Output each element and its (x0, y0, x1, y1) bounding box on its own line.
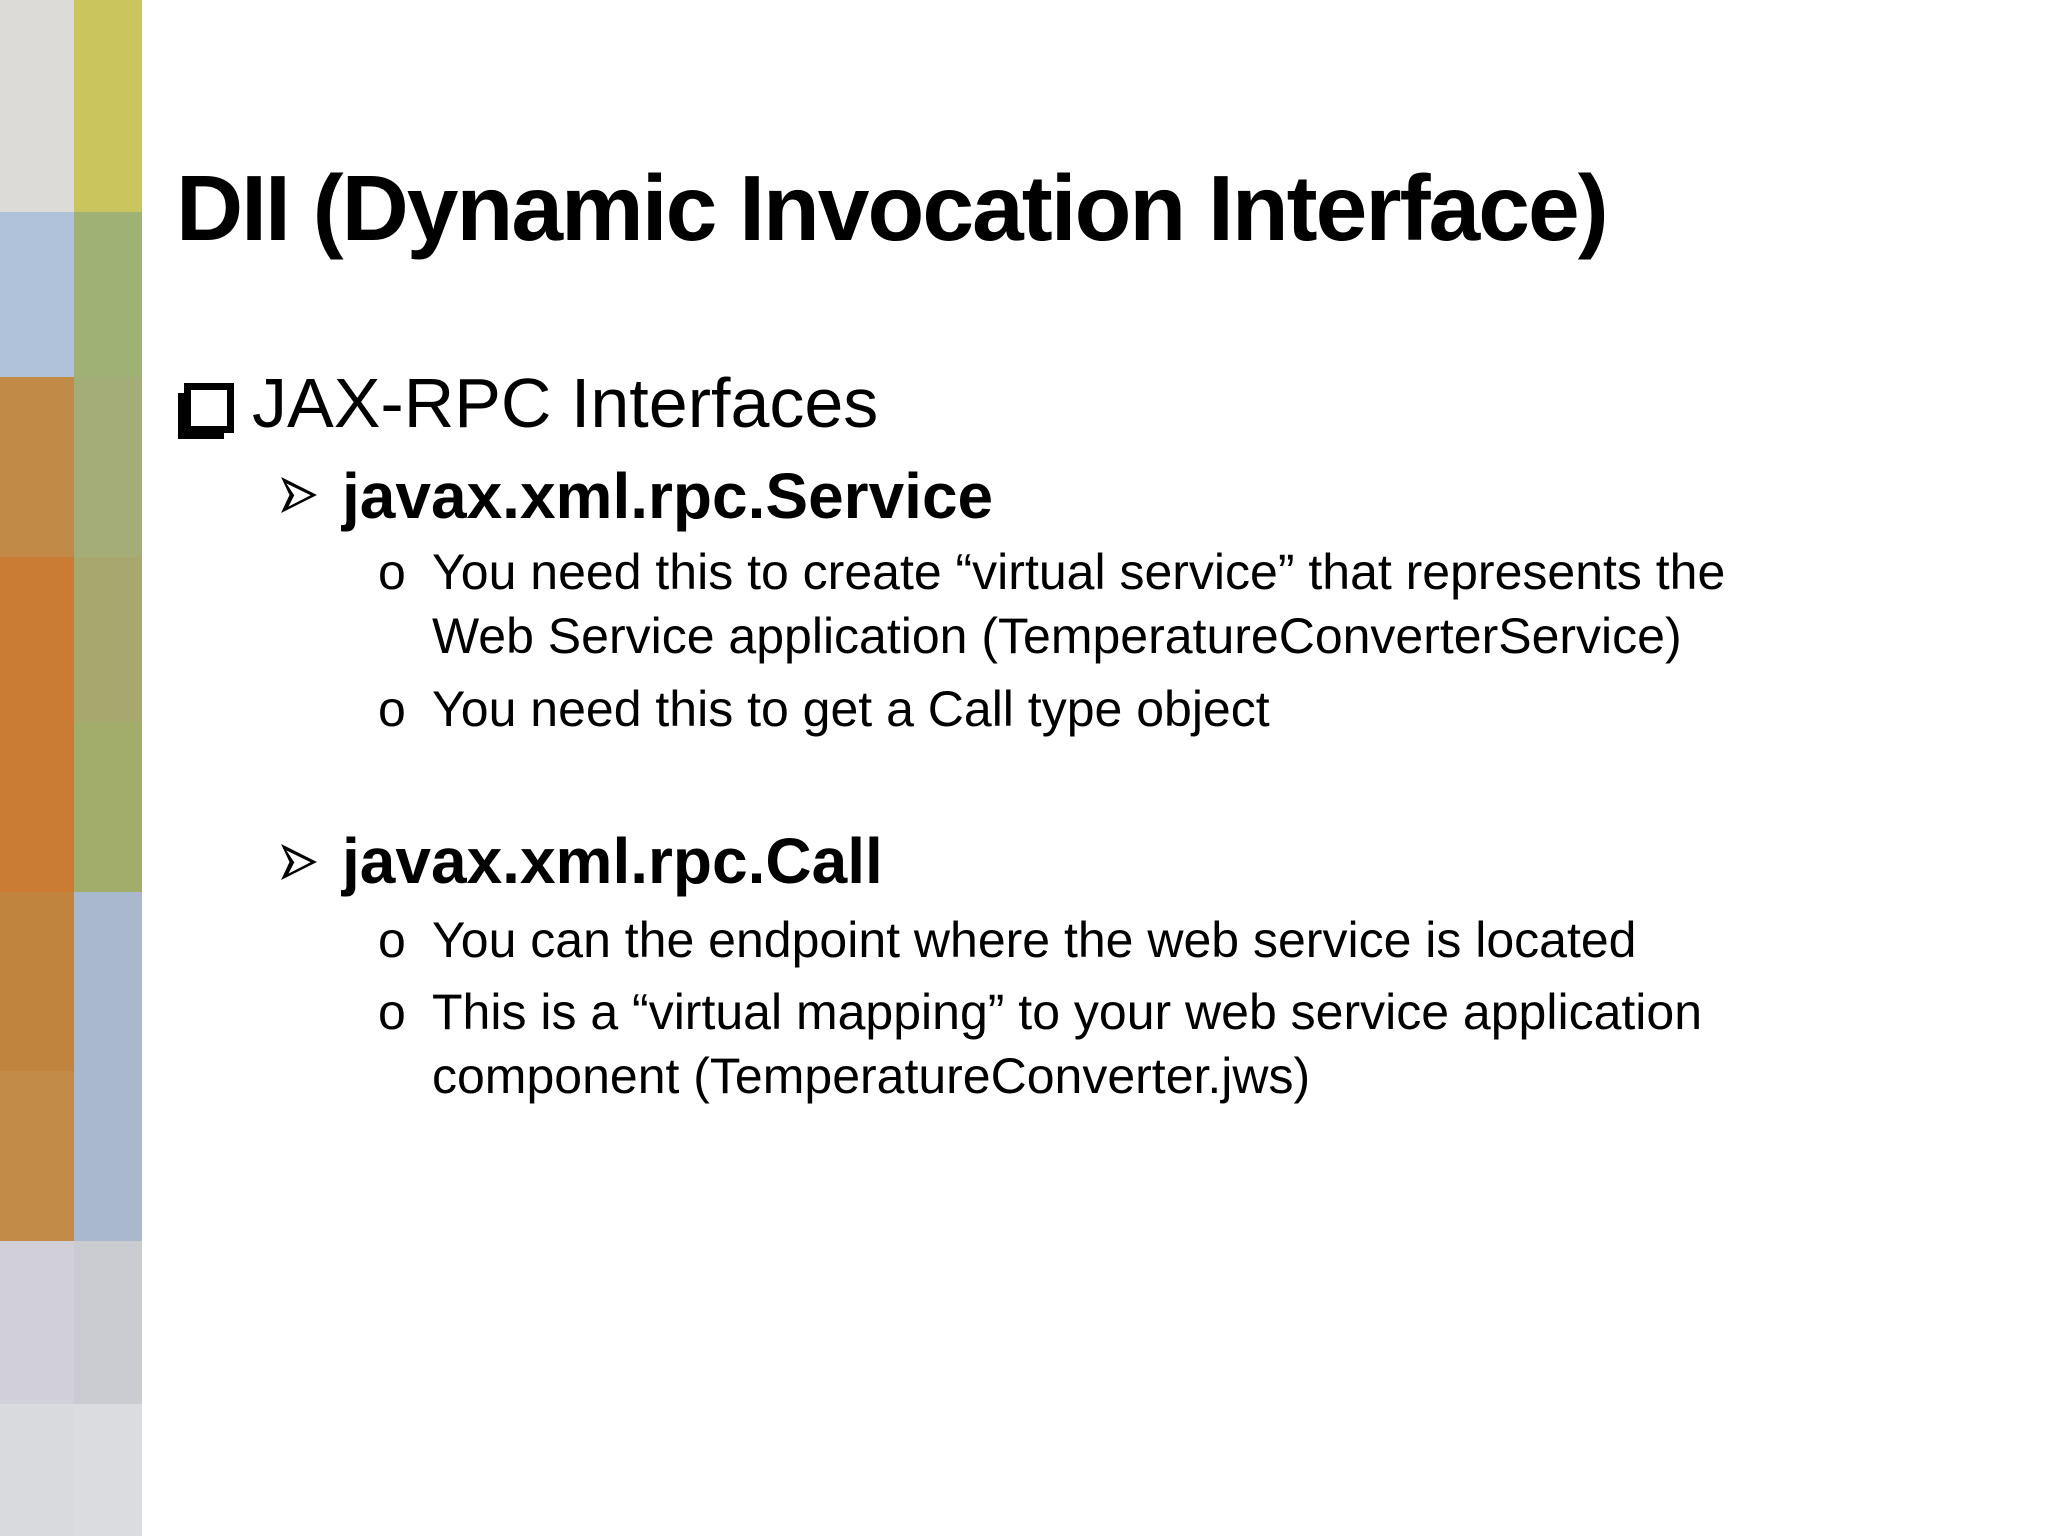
sidebar-square (0, 557, 74, 722)
sidebar-square (0, 212, 74, 377)
page-title: DII (Dynamic Invocation Interface) (176, 156, 1609, 260)
bullet-level3-text: You need this to create “virtual service… (432, 544, 1726, 664)
bullet-level2-heading: javax.xml.rpc.Call (342, 825, 883, 897)
sidebar-square (0, 1071, 74, 1241)
sidebar-square (74, 377, 142, 557)
sidebar-square (0, 0, 74, 212)
sidebar-square (0, 1404, 74, 1536)
sidebar-square (74, 1071, 142, 1241)
circle-bullet-icon: o (378, 544, 406, 600)
arrowhead-bullet-icon (281, 477, 317, 513)
circle-bullet-icon: o (378, 681, 406, 737)
sidebar-square (74, 892, 142, 1071)
sidebar-square (0, 1241, 74, 1404)
sidebar-square (74, 212, 142, 377)
shadowed-square-bullet-icon (184, 383, 234, 433)
circle-bullet-icon: o (378, 984, 406, 1040)
sidebar-square (74, 722, 142, 892)
bullet-level3-text: You need this to get a Call type object (432, 681, 1270, 737)
sidebar-square (0, 377, 74, 557)
sidebar-square (74, 1241, 142, 1404)
bullet-level3-text: You can the endpoint where the web servi… (432, 912, 1637, 968)
sidebar-square (0, 892, 74, 1071)
sidebar-square (0, 722, 74, 892)
sidebar-square (74, 557, 142, 722)
arrowhead-bullet-icon (281, 844, 317, 880)
bullet-level3-text: This is a “virtual mapping” to your web … (432, 984, 1702, 1104)
sidebar (0, 0, 142, 1536)
circle-bullet-icon: o (378, 912, 406, 968)
bullet-level2-heading: javax.xml.rpc.Service (342, 460, 994, 532)
sidebar-square (74, 1404, 142, 1536)
bullet-level1-text: JAX-RPC Interfaces (252, 364, 879, 442)
sidebar-square (74, 0, 142, 212)
